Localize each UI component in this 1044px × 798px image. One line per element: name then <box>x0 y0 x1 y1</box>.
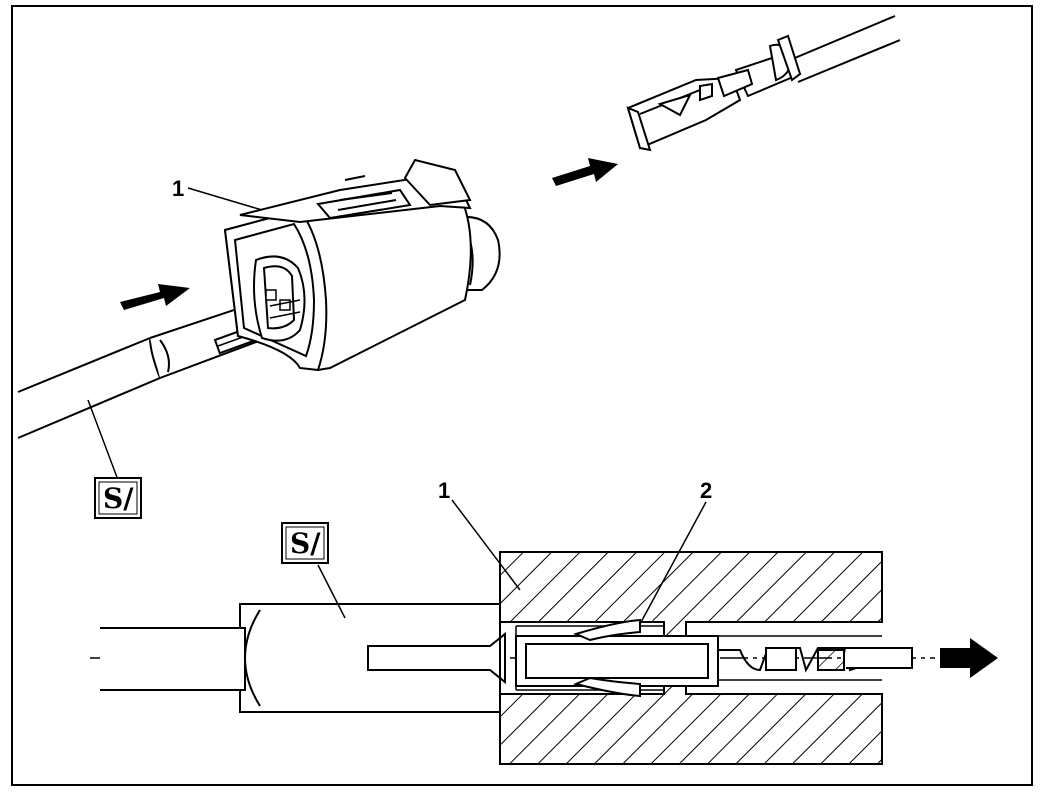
terminal-direction-arrow <box>552 158 618 186</box>
top-tool-leader <box>87 399 119 481</box>
section-terminal <box>515 635 913 687</box>
cavity-terminals <box>265 289 301 319</box>
bottom-tool-symbol-text: S/ <box>290 527 321 560</box>
outer-frame <box>11 5 1033 786</box>
release-arrow <box>940 638 998 678</box>
callout-1-top-leader <box>187 187 263 211</box>
bottom-tool-leader <box>317 564 346 619</box>
latch-tongue <box>572 618 641 698</box>
section-tool <box>100 603 506 713</box>
top-illustration: S/ <box>17 15 901 519</box>
callout-1-bottom-leader <box>451 499 521 591</box>
section-housing <box>499 551 883 765</box>
connector-housing <box>223 158 501 372</box>
callout-2-bottom: 2 <box>700 478 712 503</box>
bottom-section-view: S/ 1 2 <box>90 478 998 765</box>
bottom-tool-symbol: S/ <box>281 522 329 564</box>
top-tool-symbol-text: S/ <box>103 482 134 515</box>
top-tool-symbol: S/ <box>94 477 142 519</box>
callout-1-top: 1 <box>172 176 184 201</box>
callout-1-bottom: 1 <box>438 478 450 503</box>
insert-arrow-left <box>120 284 190 310</box>
terminal-with-wire <box>626 15 901 152</box>
callout-2-bottom-leader <box>639 501 707 625</box>
